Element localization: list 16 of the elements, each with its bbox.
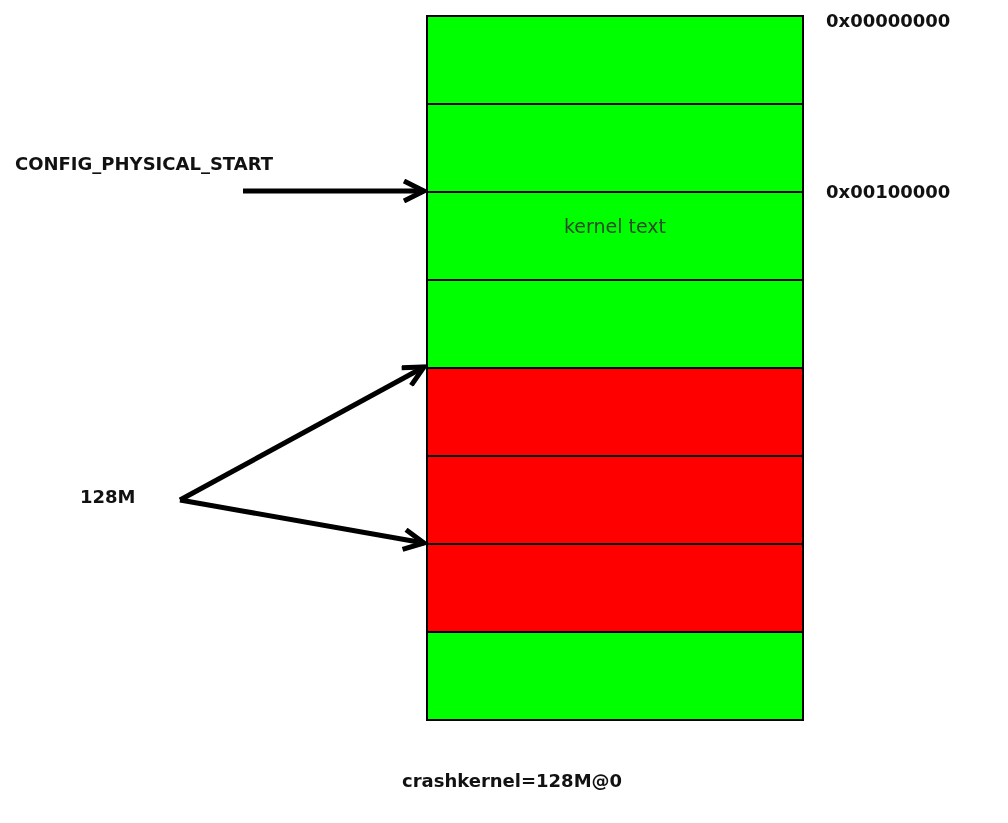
memory-region	[426, 543, 804, 633]
memory-region	[426, 191, 804, 281]
memory-region	[426, 15, 804, 105]
arrow	[243, 178, 427, 204]
pointer-label: 128M	[80, 486, 137, 507]
address-label: 0x00000000	[826, 10, 951, 31]
memory-region	[426, 367, 804, 457]
pointer-label: CONFIG_PHYSICAL_START	[15, 153, 274, 174]
memory-region	[426, 279, 804, 369]
memory-region	[426, 103, 804, 193]
memory-region	[426, 631, 804, 721]
arrow	[179, 497, 427, 552]
memory-region	[426, 455, 804, 545]
caption-label: crashkernel=128M@0	[402, 770, 623, 791]
address-label: 0x00100000	[826, 181, 951, 202]
region-label: kernel text	[562, 214, 667, 237]
